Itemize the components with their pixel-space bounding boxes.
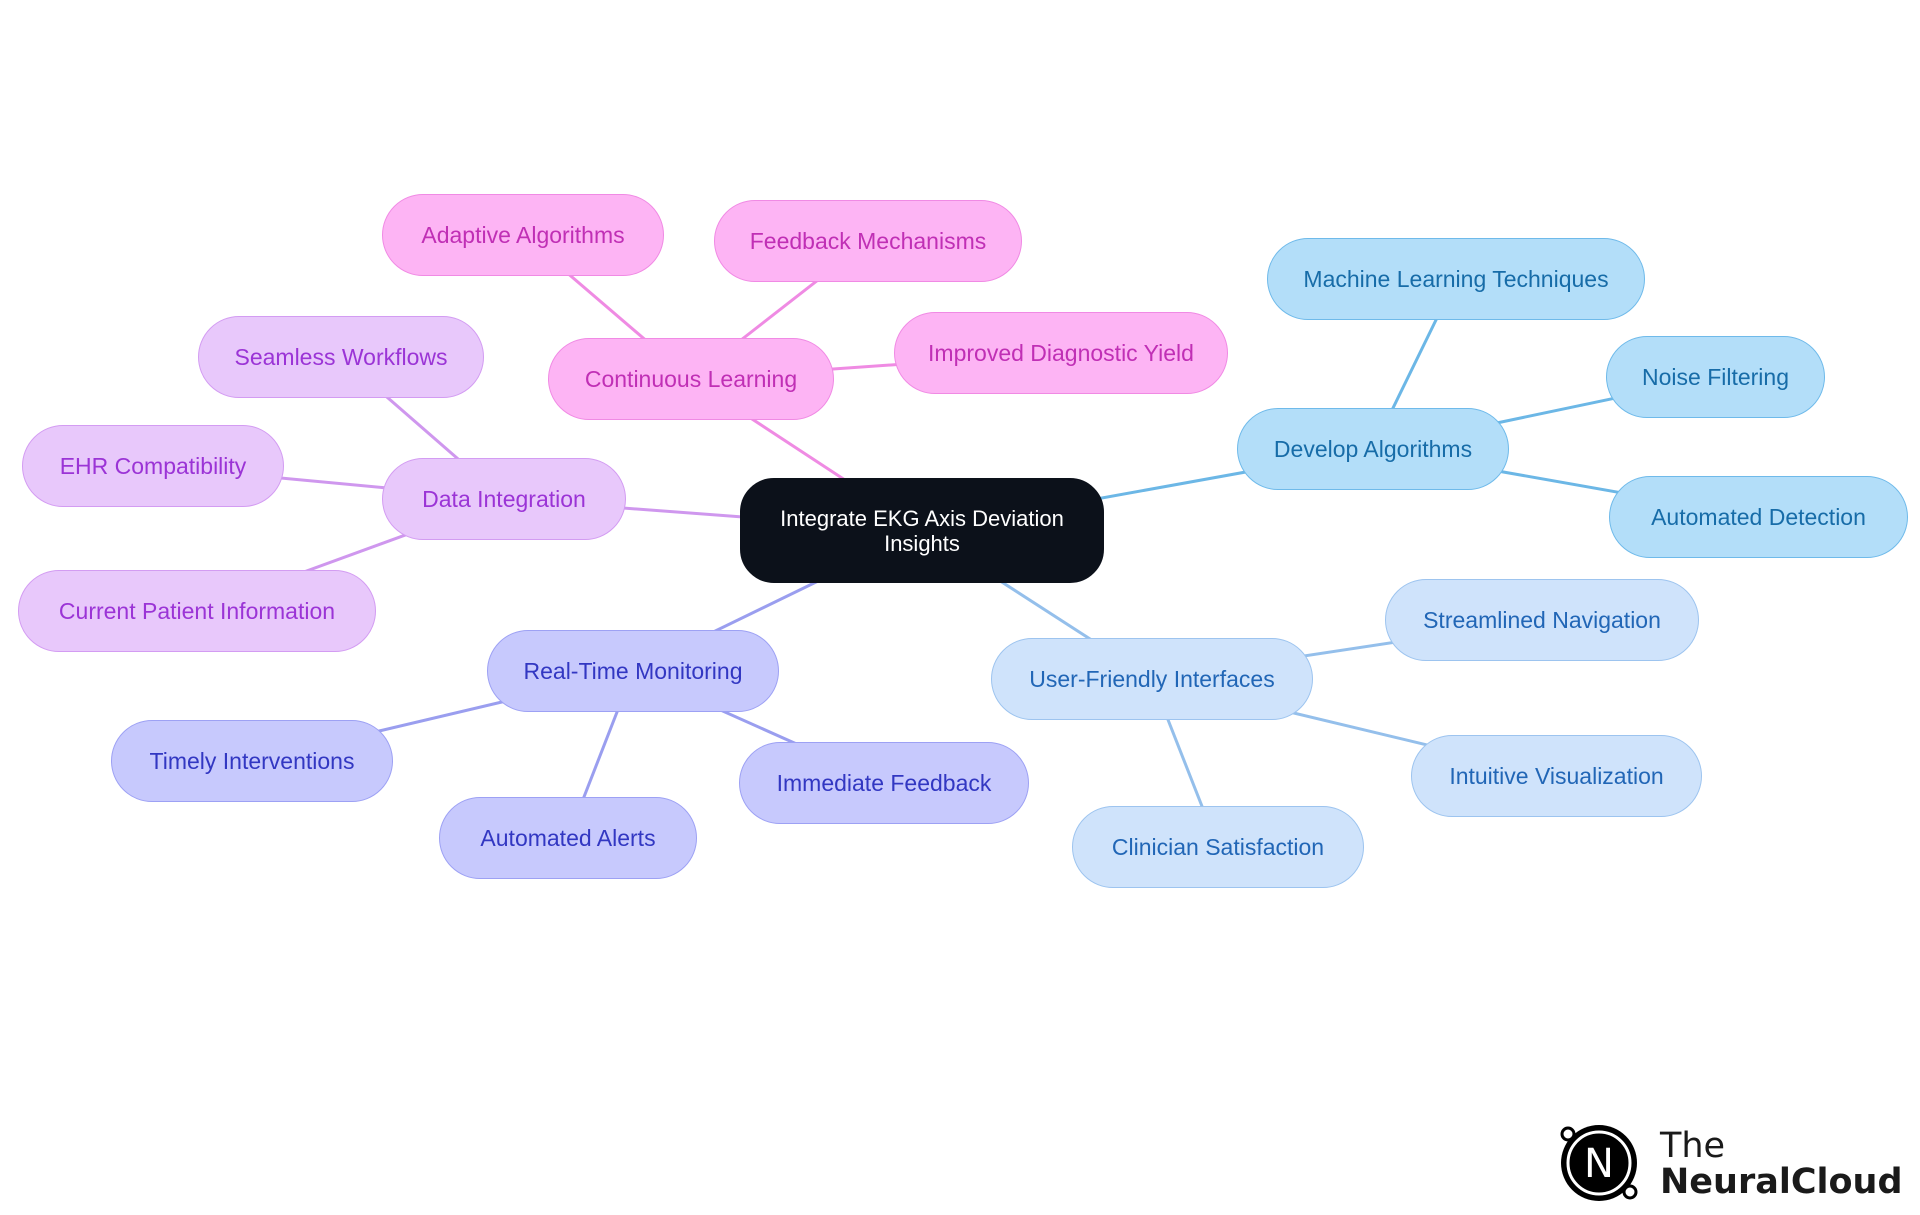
leaf-node-improved-diagnostic-yield[interactable]: Improved Diagnostic Yield	[894, 312, 1228, 394]
neuralcloud-logo-icon: N	[1560, 1125, 1638, 1201]
leaf-node-automated-alerts[interactable]: Automated Alerts	[439, 797, 697, 879]
branch-node-continuous-learning[interactable]: Continuous Learning	[548, 338, 834, 420]
branch-node-develop-algorithms[interactable]: Develop Algorithms	[1237, 408, 1509, 490]
leaf-node-adaptive-algorithms[interactable]: Adaptive Algorithms	[382, 194, 664, 276]
logo-text-the: The	[1660, 1126, 1726, 1166]
leaf-node-clinician-satisfaction[interactable]: Clinician Satisfaction	[1072, 806, 1364, 888]
branch-node-data-integration[interactable]: Data Integration	[382, 458, 626, 540]
leaf-node-feedback-mechanisms[interactable]: Feedback Mechanisms	[714, 200, 1022, 282]
leaf-node-streamlined-navigation[interactable]: Streamlined Navigation	[1385, 579, 1699, 661]
leaf-node-timely-interventions[interactable]: Timely Interventions	[111, 720, 393, 802]
leaf-node-intuitive-visualization[interactable]: Intuitive Visualization	[1411, 735, 1702, 817]
neuralcloud-logo: N The NeuralCloud	[1548, 1112, 1903, 1208]
logo-mark-letter: N	[1584, 1141, 1614, 1187]
leaf-node-immediate-feedback[interactable]: Immediate Feedback	[739, 742, 1029, 824]
leaf-node-automated-detection[interactable]: Automated Detection	[1609, 476, 1908, 558]
logo-text-neuralcloud: NeuralCloud	[1660, 1162, 1903, 1202]
root-node[interactable]: Integrate EKG Axis Deviation Insights	[740, 478, 1104, 583]
branch-node-user-friendly-interfaces[interactable]: User-Friendly Interfaces	[991, 638, 1313, 720]
leaf-node-seamless-workflows[interactable]: Seamless Workflows	[198, 316, 484, 398]
leaf-node-current-patient-information[interactable]: Current Patient Information	[18, 570, 376, 652]
branch-node-real-time-monitoring[interactable]: Real-Time Monitoring	[487, 630, 779, 712]
leaf-node-ehr-compatibility[interactable]: EHR Compatibility	[22, 425, 284, 507]
leaf-node-noise-filtering[interactable]: Noise Filtering	[1606, 336, 1825, 418]
leaf-node-machine-learning-techniques[interactable]: Machine Learning Techniques	[1267, 238, 1645, 320]
